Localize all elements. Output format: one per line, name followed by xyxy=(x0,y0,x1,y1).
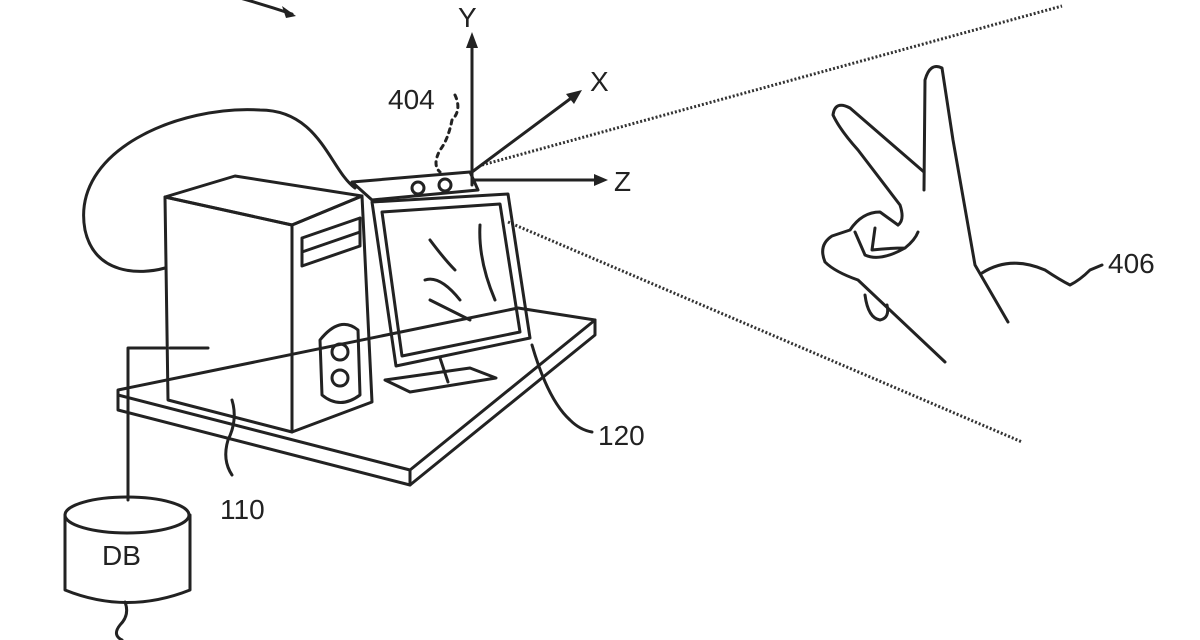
axis-label-z: Z xyxy=(614,166,632,197)
database-cylinder xyxy=(63,495,192,640)
computer-tower xyxy=(163,174,374,434)
axis-label-x: X xyxy=(590,66,609,97)
field-of-view-line-bottom xyxy=(507,220,1023,444)
label-db: DB xyxy=(102,540,141,571)
axis-label-y: Y xyxy=(458,2,477,33)
label-110: 110 xyxy=(220,494,265,525)
leader-404 xyxy=(434,93,460,174)
label-406: 406 xyxy=(1108,248,1155,279)
pointer-arrow xyxy=(241,0,296,18)
desk xyxy=(116,306,597,487)
label-120: 120 xyxy=(598,420,645,451)
display-monitor xyxy=(370,192,532,394)
db-connection xyxy=(126,346,167,502)
leader-120 xyxy=(530,343,594,434)
leader-110 xyxy=(224,398,236,477)
cable xyxy=(82,108,357,273)
hand-gesture xyxy=(821,65,1104,364)
label-404: 404 xyxy=(388,84,435,115)
coordinate-axes xyxy=(466,32,608,187)
field-of-view-line-top xyxy=(481,4,1063,167)
camera-device xyxy=(350,170,480,202)
